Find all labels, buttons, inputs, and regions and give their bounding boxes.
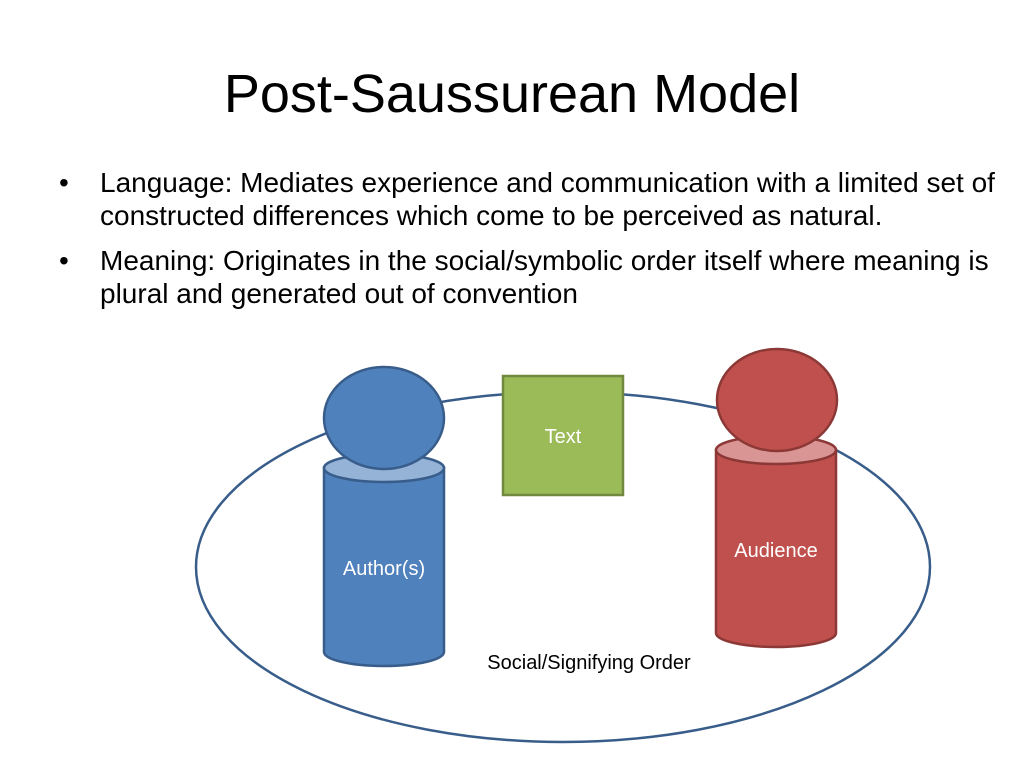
audience-figure: Audience: [714, 347, 839, 649]
bullet-text: Language: Mediates experience and commun…: [100, 167, 995, 231]
audience-head: [715, 347, 839, 453]
text-box-label: Text: [545, 426, 582, 448]
text-box: Text: [501, 374, 625, 497]
text-box-shape: [501, 374, 625, 497]
bullet-language: • Language: Mediates experience and comm…: [57, 166, 997, 232]
author-body: [322, 466, 446, 668]
social-order-label: Social/Signifying Order: [487, 652, 691, 674]
audience-body: [714, 448, 838, 649]
slide-title: Post-Saussurean Model: [223, 64, 801, 124]
audience-label: Audience: [734, 540, 817, 562]
bullet-text: Meaning: Originates in the social/symbol…: [100, 245, 989, 309]
bullet-list: • Language: Mediates experience and comm…: [57, 166, 997, 322]
bullet-marker: •: [59, 245, 69, 276]
bullet-meaning: • Meaning: Originates in the social/symb…: [57, 244, 997, 310]
author-head: [322, 365, 446, 471]
author-label: Author(s): [343, 558, 425, 580]
author-figure: Author(s): [322, 365, 446, 668]
bullet-marker: •: [59, 167, 69, 198]
